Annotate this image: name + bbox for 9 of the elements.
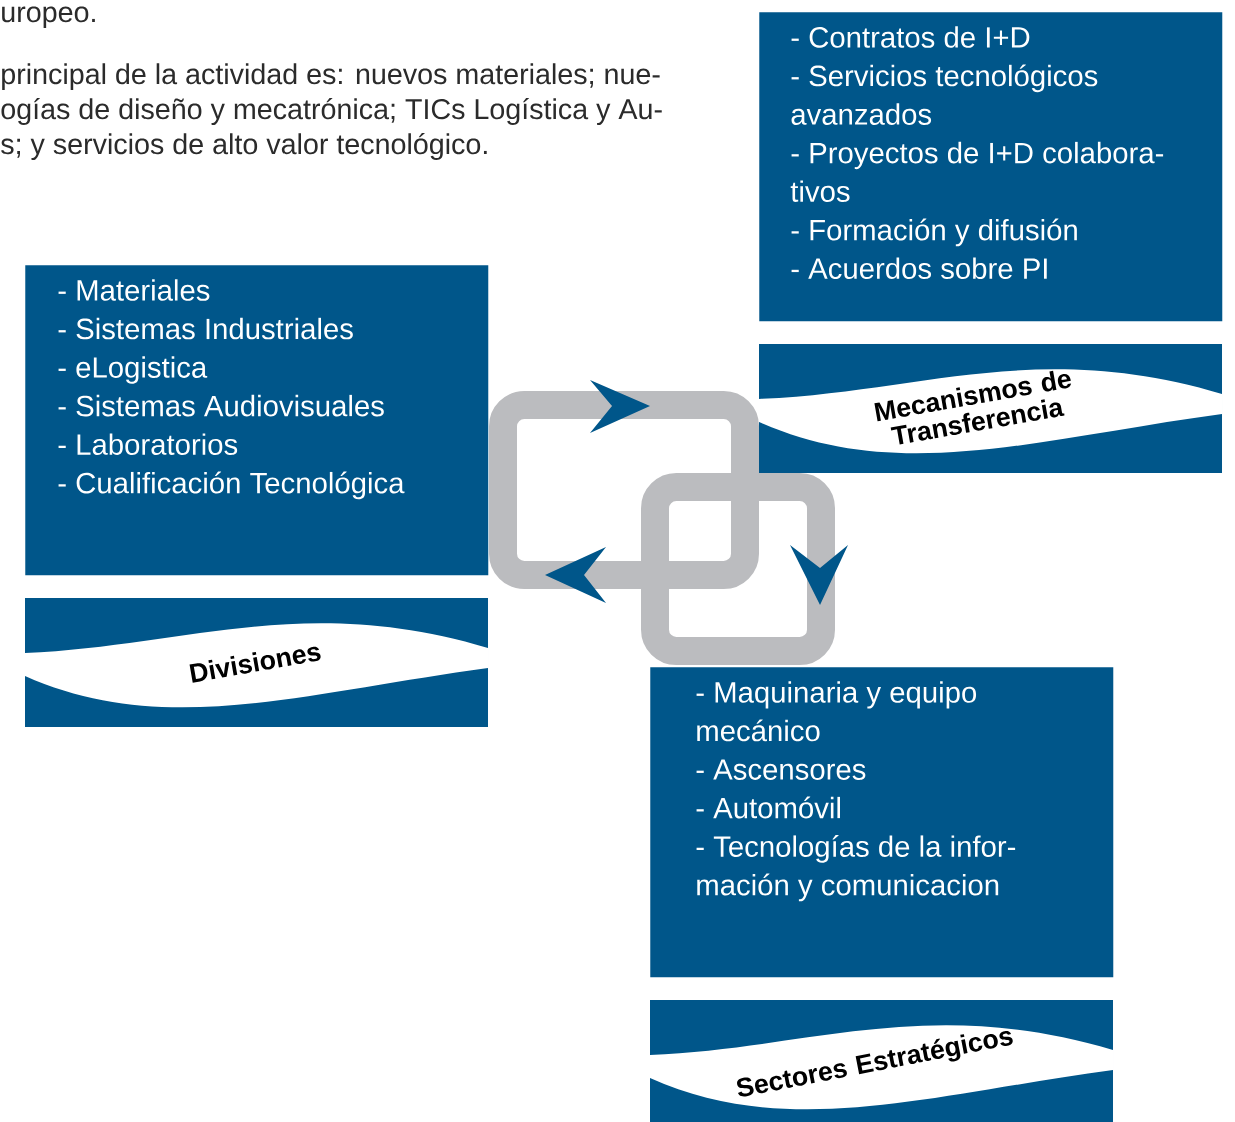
body-text: s; y servicios de alto valor tecnológico. [1,132,487,160]
banner: Sectores Estratégicos [650,1000,1113,1122]
body-text: principal de la actividad es: nuevos materiales; nue- [2,63,660,90]
list-box: - Materiales - Sistemas Industriales - eLogistica - Sistemas Audiovisuales - Laboratorios - Cualificación Tecnológica [25,265,489,576]
body-text: uropeo. [2,6,95,28]
body-text: ogías de diseño y mecatrónica; TICs Logística y Au- [1,97,662,125]
list-box: - Maquinaria y equipo mecánico - Ascensores - Automóvil - Tecnologías de la infor- mación y comunicacion [650,667,1114,978]
list-box: - Contratos de I+D - Servicios tecnológicos avanzados - Proyectos de I+D colabora- tivos - Formación y difusión - Acuerdos sobre PI [759,12,1223,322]
banner: Divisiones [25,598,488,727]
